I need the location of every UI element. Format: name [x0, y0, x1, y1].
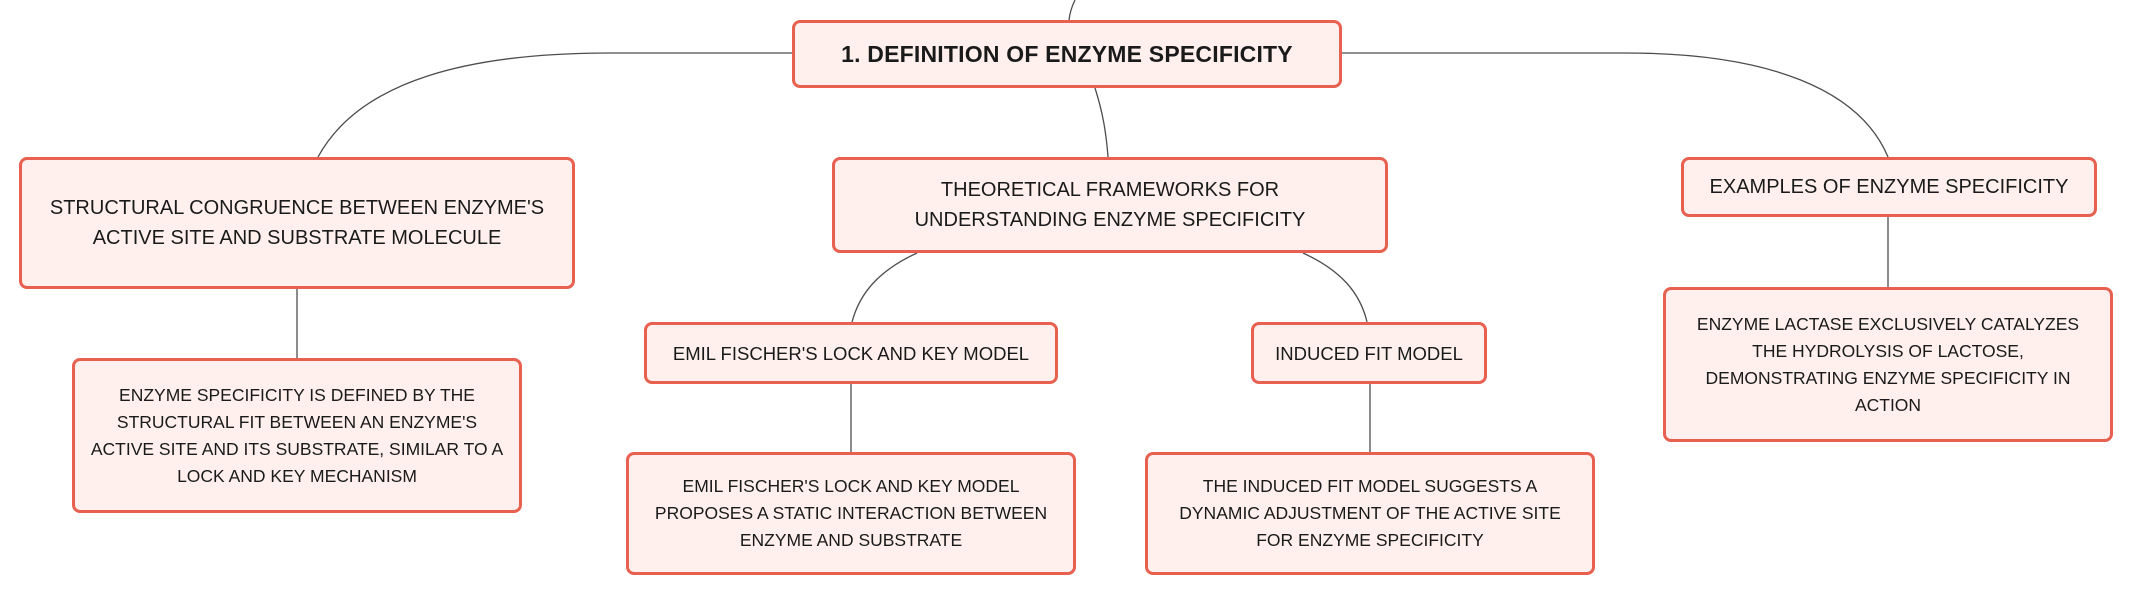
examples-detail-node[interactable]: ENZYME LACTASE EXCLUSIVELY CATALYZES THE…	[1663, 287, 2113, 442]
structural-congruence-node[interactable]: STRUCTURAL CONGRUENCE BETWEEN ENZYME'S A…	[19, 157, 575, 289]
connector-theoretical-inducedfit	[1302, 252, 1368, 323]
structural-congruence-label: STRUCTURAL CONGRUENCE BETWEEN ENZYME'S A…	[49, 197, 545, 249]
induced-fit-label: INDUCED FIT MODEL	[1275, 342, 1463, 364]
theoretical-frameworks-node[interactable]: THEORETICAL FRAMEWORKS FOR UNDERSTANDING…	[832, 157, 1388, 253]
lock-and-key-node[interactable]: EMIL FISCHER'S LOCK AND KEY MODEL	[644, 322, 1058, 384]
connector-root-examples	[1342, 52, 1889, 158]
connector-root-parent	[1068, 0, 1076, 21]
lock-and-key-detail-node[interactable]: EMIL FISCHER'S LOCK AND KEY MODEL PROPOS…	[626, 452, 1076, 575]
induced-fit-detail-text: THE INDUCED FIT MODEL SUGGESTS A DYNAMIC…	[1179, 476, 1561, 550]
examples-label: EXAMPLES OF ENZYME SPECIFICITY	[1709, 176, 2069, 198]
root-node-label: 1. DEFINITION OF ENZYME SPECIFICITY	[841, 40, 1293, 67]
lock-and-key-detail-text: EMIL FISCHER'S LOCK AND KEY MODEL PROPOS…	[654, 476, 1048, 550]
connector-root-structural	[317, 52, 792, 158]
structural-congruence-detail-node[interactable]: ENZYME SPECIFICITY IS DEFINED BY THE STR…	[72, 358, 522, 513]
root-node[interactable]: 1. DEFINITION OF ENZYME SPECIFICITY	[792, 20, 1342, 88]
examples-node[interactable]: EXAMPLES OF ENZYME SPECIFICITY	[1681, 157, 2097, 217]
connector-theoretical-lockkey	[851, 252, 918, 323]
connector-root-theoretical	[1094, 87, 1109, 158]
induced-fit-node[interactable]: INDUCED FIT MODEL	[1251, 322, 1487, 384]
theoretical-frameworks-label: THEORETICAL FRAMEWORKS FOR UNDERSTANDING…	[914, 179, 1306, 231]
examples-detail-text: ENZYME LACTASE EXCLUSIVELY CATALYZES THE…	[1696, 313, 2080, 415]
structural-congruence-detail-text: ENZYME SPECIFICITY IS DEFINED BY THE STR…	[90, 384, 504, 486]
lock-and-key-label: EMIL FISCHER'S LOCK AND KEY MODEL	[672, 342, 1030, 364]
induced-fit-detail-node[interactable]: THE INDUCED FIT MODEL SUGGESTS A DYNAMIC…	[1145, 452, 1595, 575]
